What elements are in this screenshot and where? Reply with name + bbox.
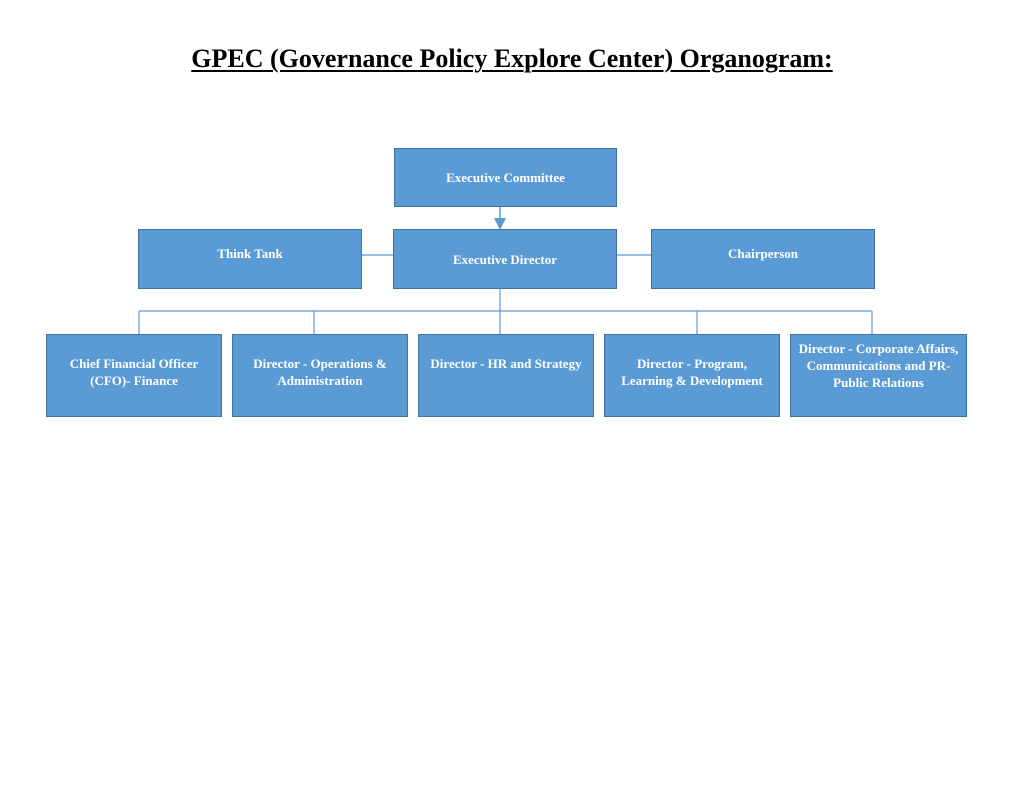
node-executive-director: Executive Director	[393, 229, 617, 289]
node-corporate-affairs: Director - Corporate Affairs, Communicat…	[790, 334, 967, 417]
node-label: Director - Operations & Administration	[253, 356, 387, 388]
node-label: Executive Committee	[446, 170, 565, 185]
node-label: Chairperson	[727, 246, 799, 261]
node-executive-committee: Executive Committee	[394, 148, 617, 207]
node-cfo: Chief Financial Officer (CFO)- Finance	[46, 334, 222, 417]
node-label: Director - Program, Learning & Developme…	[621, 356, 763, 388]
node-hr-strategy: Director - HR and Strategy	[418, 334, 594, 417]
node-label: Think Tank	[217, 246, 283, 261]
node-label: Chief Financial Officer (CFO)- Finance	[69, 356, 199, 388]
node-program-learning: Director - Program, Learning & Developme…	[604, 334, 780, 417]
node-label: Director - Corporate Affairs, Communicat…	[798, 341, 959, 390]
node-operations-administration: Director - Operations & Administration	[232, 334, 408, 417]
node-think-tank: Think Tank	[138, 229, 362, 289]
node-chairperson: Chairperson	[651, 229, 875, 289]
page-title: GPEC (Governance Policy Explore Center) …	[191, 44, 833, 73]
node-label: Executive Director	[452, 251, 558, 267]
node-label: Director - HR and Strategy	[430, 356, 582, 371]
